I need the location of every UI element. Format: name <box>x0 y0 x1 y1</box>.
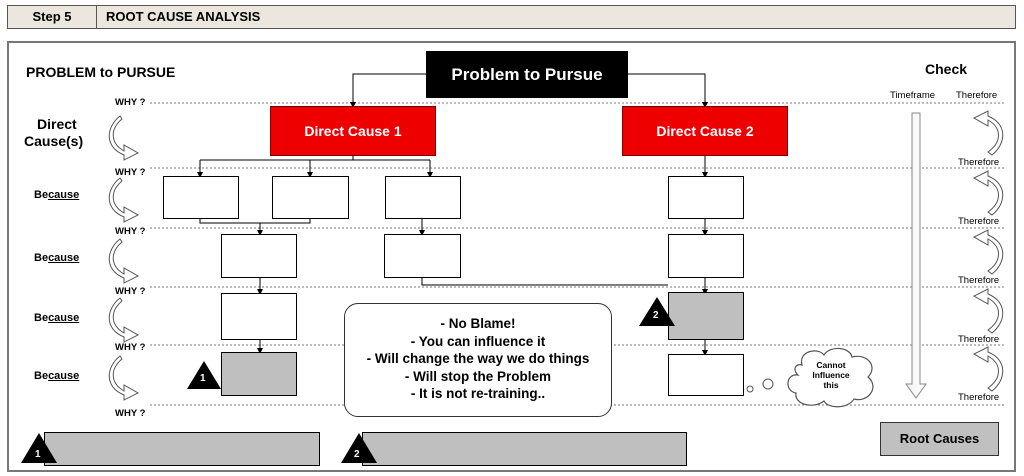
step-number: Step 5 <box>8 6 97 28</box>
why-label-1: WHY ? <box>115 97 146 108</box>
criteria-line: - Will change the way we do things <box>366 351 590 366</box>
triangle-marker-icon <box>187 361 221 389</box>
curved-arrow-icon <box>972 110 1004 156</box>
therefore-label-3: Therefore <box>958 275 1000 286</box>
root-cause-criteria-bubble: - No Blame! - You can influence it - Wil… <box>344 303 612 417</box>
check-label: Check <box>925 61 968 77</box>
direct-cause-2-box: Direct Cause 2 <box>622 106 788 156</box>
cause-box <box>221 234 297 278</box>
problem-to-pursue-label: PROBLEM to PURSUE <box>26 64 176 80</box>
therefore-label-2: Therefore <box>958 216 1000 227</box>
root-cause-box-1 <box>221 352 297 396</box>
root-causes-button[interactable]: Root Causes <box>880 422 999 456</box>
criteria-line: - You can influence it <box>410 333 546 349</box>
curved-arrow-icon <box>108 238 140 284</box>
direct-causes-label-2: Cause(s) <box>24 133 84 149</box>
triangle-marker-icon <box>639 297 675 326</box>
timeframe-label: Timeframe <box>890 90 936 101</box>
because-label-4: Because <box>34 370 80 382</box>
cause-box <box>221 293 297 340</box>
curved-arrow-icon <box>972 288 1004 334</box>
curved-arrow-icon <box>108 177 140 223</box>
root-cause-entry-1[interactable] <box>44 432 320 466</box>
curved-arrow-icon <box>972 346 1004 392</box>
cause-box <box>668 176 744 219</box>
problem-to-pursue-box: Problem to Pursue <box>426 51 628 98</box>
root-cause-entry-2[interactable] <box>362 432 687 466</box>
triangle-marker-icon <box>21 433 57 463</box>
because-label-1: Because <box>34 189 80 201</box>
criteria-line: - It is not re-training.. <box>410 386 546 401</box>
cause-box <box>668 354 744 396</box>
curved-arrow-icon <box>972 170 1004 216</box>
therefore-label-5: Therefore <box>958 392 1000 403</box>
criteria-line: - No Blame! <box>440 316 516 331</box>
why-label-2: WHY ? <box>115 167 146 178</box>
step-header: Step 5 ROOT CAUSE ANALYSIS <box>7 5 1016 29</box>
cloud-icon <box>787 347 874 408</box>
cause-box <box>668 234 744 278</box>
curved-arrow-icon <box>108 355 140 401</box>
cause-box <box>163 176 239 219</box>
cause-box <box>384 234 461 278</box>
why-label-5: WHY ? <box>115 342 146 353</box>
therefore-label-1: Therefore <box>958 157 1000 168</box>
because-label-3: Because <box>34 312 80 324</box>
therefore-label-4: Therefore <box>958 334 1000 345</box>
triangle-number-2: 2 <box>653 310 659 321</box>
root-cause-box-2 <box>668 292 744 340</box>
curved-arrow-icon <box>108 115 140 161</box>
direct-cause-1-box: Direct Cause 1 <box>270 106 436 156</box>
why-label-6: WHY ? <box>115 408 146 419</box>
bottom-triangle-number-2: 2 <box>354 449 360 460</box>
page-title: ROOT CAUSE ANALYSIS <box>106 9 261 24</box>
curved-arrow-icon <box>972 229 1004 275</box>
direct-causes-label-1: Direct <box>37 116 77 132</box>
cause-box <box>385 176 461 219</box>
why-label-3: WHY ? <box>115 226 146 237</box>
curved-arrow-icon <box>108 297 140 343</box>
cause-box <box>272 176 349 219</box>
therefore-label-0: Therefore <box>956 90 998 101</box>
why-label-4: WHY ? <box>115 286 146 297</box>
triangle-marker-icon <box>341 433 377 463</box>
because-label-2: Because <box>34 252 80 264</box>
bottom-triangle-number-1: 1 <box>35 449 41 460</box>
triangle-number-1: 1 <box>200 373 206 384</box>
criteria-line: - Will stop the Problem <box>404 368 552 384</box>
